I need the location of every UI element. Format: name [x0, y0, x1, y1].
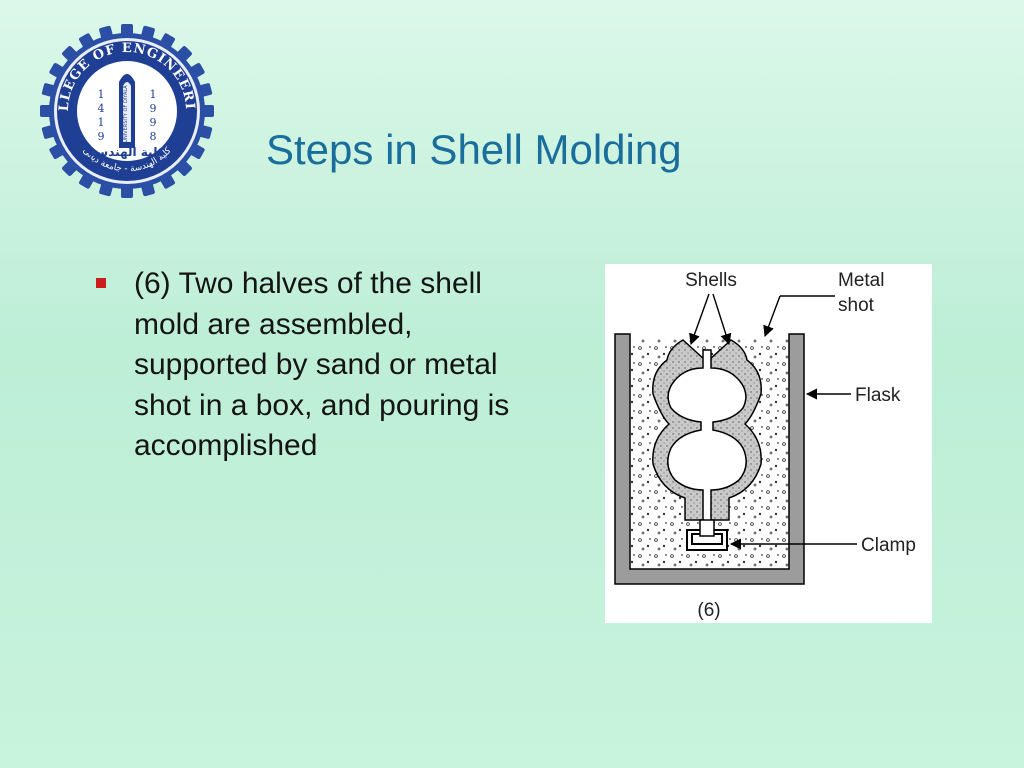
year-left-digit: 1 — [98, 88, 105, 101]
label-clamp: Clamp — [861, 535, 916, 556]
bullet-item: (6) Two halves of the shell mold are ass… — [96, 264, 536, 467]
year-right-digit: 9 — [150, 102, 157, 115]
clamp-icon — [686, 519, 728, 551]
bullet-list: (6) Two halves of the shell mold are ass… — [96, 264, 536, 467]
label-metal-shot-line1: Metal — [838, 270, 884, 291]
shells-arrow-left — [689, 293, 710, 346]
shells-arrow-right — [712, 293, 732, 346]
square-bullet-icon — [96, 278, 106, 288]
college-logo: COLLEGE OF ENGINEERING كلية الهندسة - جا… — [34, 13, 214, 198]
slide-title: Steps in Shell Molding — [266, 126, 682, 173]
year-right-digit: 9 — [150, 116, 157, 129]
label-flask: Flask — [855, 385, 901, 406]
label-metal-shot-line2: shot — [838, 295, 875, 316]
tower-icon: UNIVERSITY OF DIYALA — [119, 74, 135, 148]
figure-caption: (6) — [697, 600, 720, 621]
shell-molding-figure: Shells Metal shot Flask Clamp (6) — [605, 264, 932, 623]
metal-shot-arrow-tip — [763, 295, 781, 338]
year-left-digit: 9 — [98, 130, 105, 143]
year-left-digit: 1 — [98, 116, 105, 129]
year-left-digit: 4 — [98, 102, 105, 115]
label-shells: Shells — [685, 270, 737, 291]
logo-center-text: كلية الهندسة — [89, 145, 165, 159]
logo-tower-text: UNIVERSITY OF DIYALA — [123, 85, 129, 143]
year-right-digit: 1 — [150, 88, 157, 101]
bullet-text: (6) Two halves of the shell mold are ass… — [134, 267, 510, 462]
year-right-digit: 8 — [150, 130, 157, 143]
